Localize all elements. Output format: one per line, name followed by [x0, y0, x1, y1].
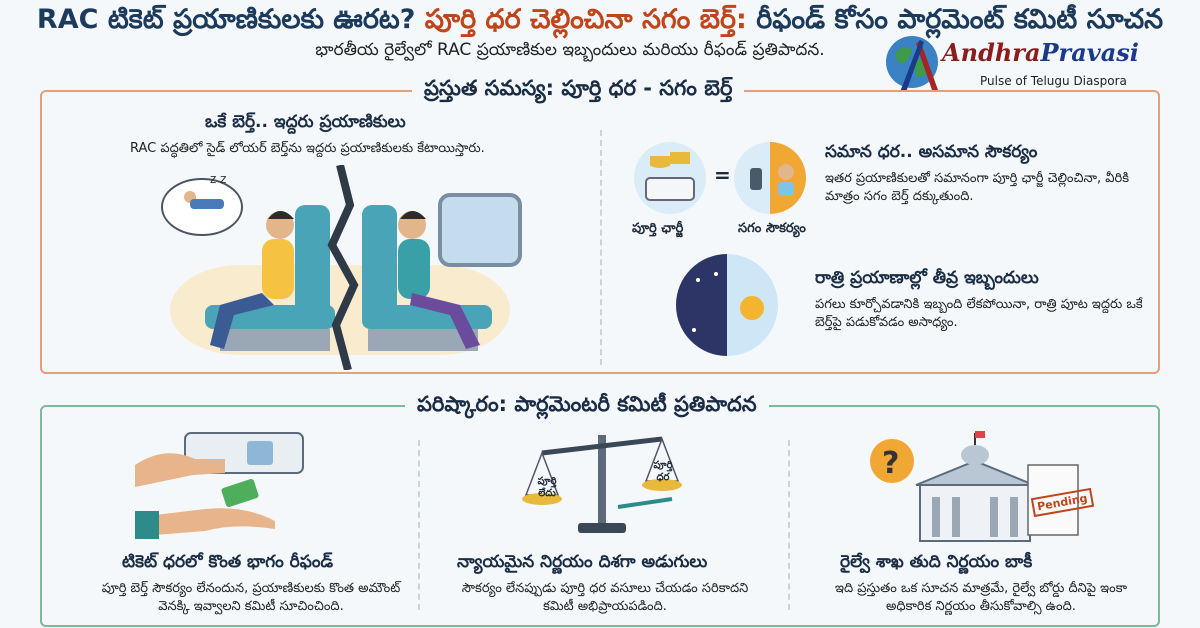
night-title: రాత్రి ప్రయాణాల్లో తీవ్ర ఇబ్బందులు [815, 268, 1039, 288]
balance-scale-icon [522, 435, 682, 533]
pending-text: ఇది ప్రస్తుతం ఒక సూచన మాత్రమే, రైల్వే బో… [835, 581, 1127, 614]
night-day-icon [676, 254, 778, 356]
refund-title: టికెట్ ధరలో కొంత భాగం రీఫండ్ [122, 552, 334, 572]
solution-heading: పరిష్కారం: పార్లమెంటరీ కమిటీ ప్రతిపాదన [405, 392, 769, 422]
title-highlight: పూర్తి ధర చెల్లించినా సగం బెర్త్: [424, 4, 747, 35]
page-subtitle: భారతీయ రైల్వేలో RAC ప్రయాణికుల ఇబ్బందులు… [315, 40, 825, 60]
coins-ticket-icon [634, 142, 706, 214]
berth-title: ఒకే బెర్త్.. ఇద్దరు ప్రయాణికులు [205, 112, 406, 132]
logo-tagline: Pulse of Telugu Diaspora [980, 74, 1127, 88]
problem-divider [600, 130, 602, 365]
scale-left-label: పూర్తి లేదు [537, 476, 557, 499]
pending-title: రైల్వే శాఖ తుది నిర్ణయం బాకీ [840, 552, 1033, 572]
justice-text: సౌకర్యం లేనప్పుడు పూర్తి ధర వసూలు చేయడం … [461, 581, 749, 614]
page-title: RAC టికెట్ ప్రయాణికులకు ఊరట? పూర్తి ధర చ… [0, 4, 1200, 42]
logo-name-part-1: Andhra [942, 38, 1041, 67]
berth-text: RAC పద్ధతిలో సైడ్ లోయర్ బెర్త్‌ను ఇద్దరు… [130, 141, 485, 156]
logo-name-part-2: Pravasi [1040, 38, 1139, 67]
svg-text:z z: z z [210, 172, 226, 186]
railway-board-building-icon: ? [870, 431, 1079, 542]
equal-fare-title: సమాన ధర.. అసమాన సౌకర్యం [825, 142, 1038, 162]
justice-title: న్యాయమైన నిర్ణయం దిశగా అడుగులు [457, 552, 708, 572]
solution-divider-1 [418, 440, 420, 610]
night-text: పగలు కూర్చోవడానికి ఇబ్బంది లేకపోయినా, రా… [815, 297, 1143, 330]
refund-text: పూర్తి బెర్త్ సౌకర్యం లేనందున, ప్రయాణికు… [101, 581, 401, 614]
title-part-1: RAC టికెట్ ప్రయాణికులకు ఊరట? [36, 4, 425, 35]
shared-berth-illustration: z z [161, 165, 522, 370]
half-comfort-label: సగం సౌకర్యం [738, 221, 806, 236]
scale-right-label: పూర్తి ధర [653, 460, 673, 483]
half-comfort-icon [734, 142, 806, 214]
solution-divider-2 [788, 440, 790, 610]
problem-heading: ప్రస్తుత సమస్య: పూర్తి ధర - సగం బెర్త్ [412, 76, 745, 106]
andhra-pravasi-logo[interactable]: AndhraPravasi Pulse of Telugu Diaspora [880, 30, 1180, 100]
refund-hands-icon [135, 432, 304, 539]
equal-fare-text: ఇతర ప్రయాణికులతో సమానంగా పూర్తి ఛార్జీ చ… [825, 171, 1129, 204]
full-charge-label: పూర్తి ఛార్జీ [632, 221, 684, 236]
logo-name: AndhraPravasi [942, 38, 1139, 67]
globe-icon [886, 36, 938, 92]
equals-sign: = [714, 163, 731, 187]
svg-text:?: ? [882, 446, 899, 481]
title-part-3: రీఫండ్ కోసం పార్లమెంట్ కమిటీ సూచన [746, 4, 1164, 35]
